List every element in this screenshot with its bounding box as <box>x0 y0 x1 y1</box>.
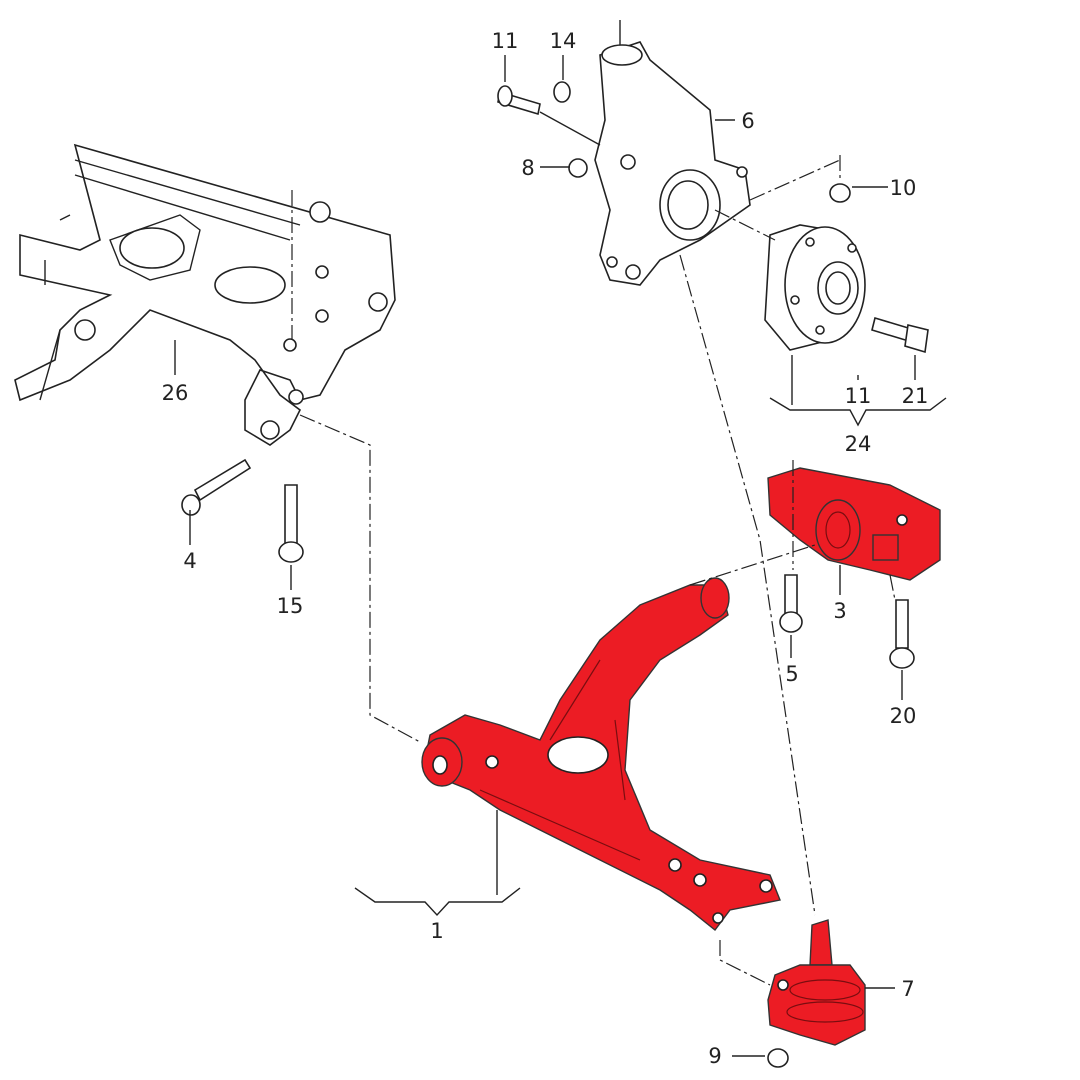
label-10-nut: 10 <box>890 176 917 200</box>
fasteners <box>181 81 915 1068</box>
label-8-nut: 8 <box>521 156 534 180</box>
label-26-subframe: 26 <box>162 381 189 405</box>
ball-joint-part-7 <box>767 919 866 1046</box>
label-14-nut: 14 <box>550 29 577 53</box>
label-9-nut: 9 <box>708 1044 721 1068</box>
subframe-part-26 <box>14 143 396 446</box>
label-4-bolt: 4 <box>183 549 196 573</box>
label-3-bushing: 3 <box>833 599 846 623</box>
label-7-ball-joint: 7 <box>901 977 914 1001</box>
label-5-bolt: 5 <box>785 662 798 686</box>
part-labels: 11 14 6 8 10 26 4 15 11 21 24 3 5 20 1 7… <box>162 29 929 1068</box>
wheel-hub-part-24 <box>764 224 929 354</box>
label-6-knuckle: 6 <box>741 109 754 133</box>
label-20-bolt: 20 <box>890 704 917 728</box>
bushing-bracket-part-3 <box>767 467 941 581</box>
leader-lines <box>174 20 947 1057</box>
label-15-bolt: 15 <box>277 594 304 618</box>
label-1-control-arm: 1 <box>430 919 443 943</box>
label-11-bolt: 11 <box>492 29 519 53</box>
steering-knuckle-part-6 <box>594 41 751 286</box>
label-21-bolt: 21 <box>902 384 929 408</box>
control-arm-part-1 <box>421 577 781 931</box>
label-24-hub-assembly: 24 <box>845 432 872 456</box>
label-11-hub: 11 <box>845 384 872 408</box>
